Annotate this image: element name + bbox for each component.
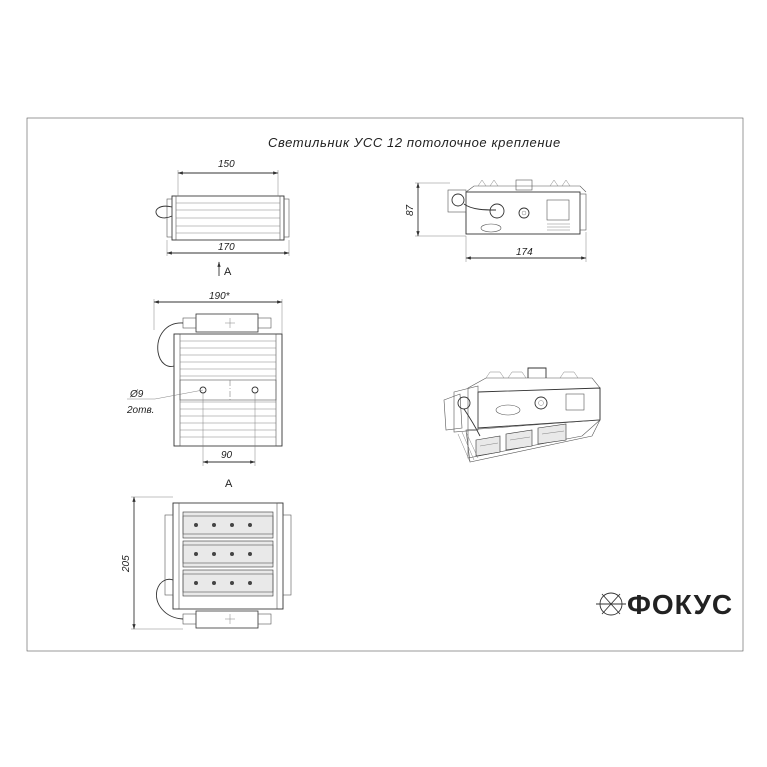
drawing-title: Светильник УСС 12 потолочное крепление (268, 135, 561, 150)
dim-hole-count: 2отв. (126, 405, 154, 416)
dim-front-height: 205 (121, 555, 132, 573)
view-a: A 205 (121, 478, 292, 630)
top-view: 150 170 A (155, 159, 290, 278)
dim-side-length: 174 (516, 247, 533, 258)
view-arrow-label: A (224, 266, 232, 278)
side-view: 87 174 (405, 179, 587, 262)
dim-hole-diameter: Ø9 (129, 389, 144, 400)
isometric-view (443, 367, 601, 463)
plan-view: 190* Ø9 2отв. 90 (126, 291, 283, 466)
brand-logo: ФОКУС (596, 589, 733, 620)
dim-hole-spacing: 90 (221, 450, 233, 461)
dim-top-width: 150 (218, 159, 235, 170)
dim-top-overall: 170 (218, 242, 235, 253)
view-label: A (225, 478, 233, 490)
dim-side-height: 87 (405, 204, 416, 216)
led-array (194, 523, 252, 585)
drawing-frame (26, 117, 744, 652)
dim-plan-overall: 190* (209, 291, 231, 302)
brand-name: ФОКУС (627, 589, 733, 620)
